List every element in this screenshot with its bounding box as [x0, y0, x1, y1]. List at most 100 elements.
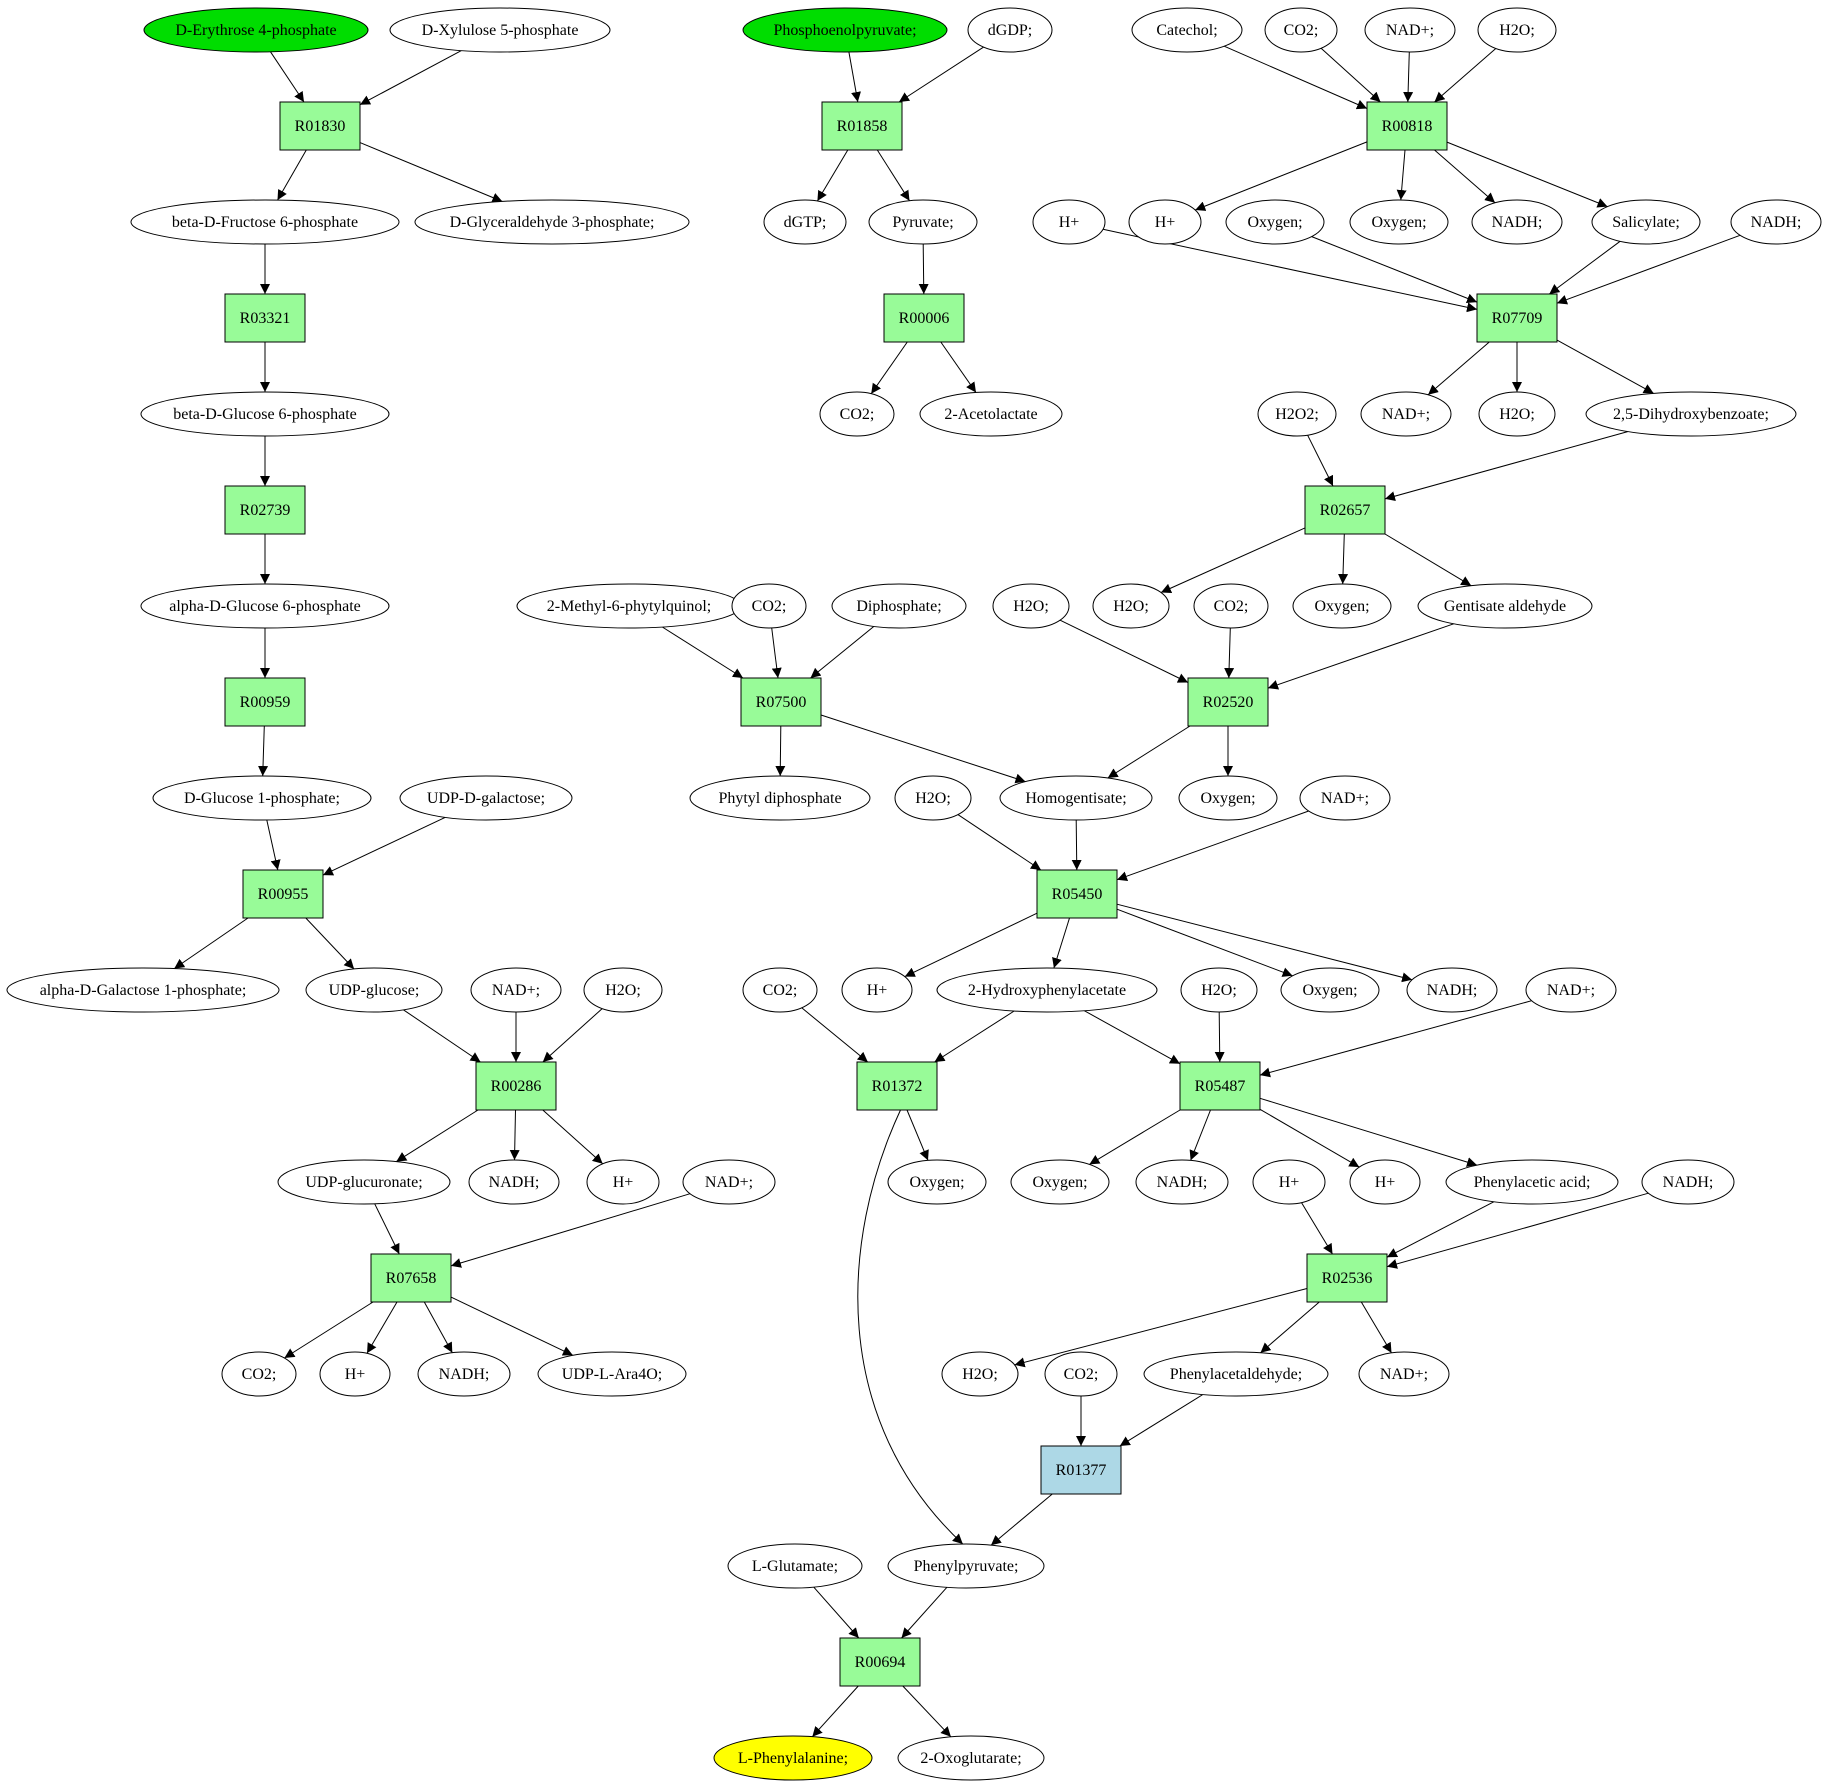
reaction-node-r00959[interactable]: R00959 — [224, 677, 306, 727]
metabolite-node-d-glucose-1-phosphate[interactable]: D-Glucose 1-phosphate; — [152, 775, 372, 821]
metabolite-node-nadh[interactable]: NADH; — [468, 1159, 560, 1205]
metabolite-node-alpha-d-glucose-6-phosphate[interactable]: alpha-D-Glucose 6-phosphate — [140, 583, 390, 629]
metabolite-node-nad[interactable]: NAD+; — [1358, 1351, 1450, 1397]
metabolite-node-udp-d-galactose[interactable]: UDP-D-galactose; — [399, 775, 573, 821]
reaction-node-r01377[interactable]: R01377 — [1040, 1445, 1122, 1495]
metabolite-node-nad[interactable]: NAD+; — [1364, 7, 1456, 53]
reaction-node-r07709[interactable]: R07709 — [1476, 293, 1558, 343]
metabolite-node-oxygen[interactable]: Oxygen; — [1280, 967, 1380, 1013]
reaction-node-r00818[interactable]: R00818 — [1366, 101, 1448, 151]
metabolite-node-l-glutamate[interactable]: L-Glutamate; — [727, 1543, 863, 1589]
metabolite-node-h2o[interactable]: H2O; — [1180, 967, 1258, 1013]
reaction-node-r01830[interactable]: R01830 — [279, 101, 361, 151]
metabolite-node-2-oxoglutarate[interactable]: 2-Oxoglutarate; — [897, 1735, 1045, 1781]
metabolite-node-udp-glucose[interactable]: UDP-glucose; — [305, 967, 443, 1013]
metabolite-node-h2o[interactable]: H2O; — [992, 583, 1070, 629]
reaction-node-r01372[interactable]: R01372 — [856, 1061, 938, 1111]
metabolite-node-co2[interactable]: CO2; — [221, 1351, 297, 1397]
metabolite-node-dgtp[interactable]: dGTP; — [763, 199, 847, 245]
metabolite-node-nad[interactable]: NAD+; — [470, 967, 562, 1013]
metabolite-node-h[interactable]: H+ — [319, 1351, 391, 1397]
metabolite-node-nad[interactable]: NAD+; — [1525, 967, 1617, 1013]
metabolite-node-h[interactable]: H+ — [1128, 199, 1202, 245]
metabolite-node-2-methyl-6-phytylquinol[interactable]: 2-Methyl-6-phytylquinol; — [516, 583, 742, 629]
metabolite-node-2-5-dihydroxybenzoate[interactable]: 2,5-Dihydroxybenzoate; — [1585, 391, 1797, 437]
metabolite-node-h[interactable]: H+ — [586, 1159, 660, 1205]
reaction-node-r01858[interactable]: R01858 — [821, 101, 903, 151]
metabolite-node-co2[interactable]: CO2; — [1044, 1351, 1118, 1397]
metabolite-node-co2[interactable]: CO2; — [742, 967, 818, 1013]
reaction-node-r00286[interactable]: R00286 — [475, 1061, 557, 1111]
reaction-node-r07658[interactable]: R07658 — [370, 1253, 452, 1303]
metabolite-node-oxygen[interactable]: Oxygen; — [1178, 775, 1278, 821]
metabolite-node-h2o2[interactable]: H2O2; — [1257, 391, 1337, 437]
metabolite-node-oxygen[interactable]: Oxygen; — [1292, 583, 1392, 629]
metabolite-node-h2o[interactable]: H2O; — [894, 775, 972, 821]
metabolite-node-salicylate[interactable]: Salicylate; — [1591, 199, 1701, 245]
metabolite-label: Oxygen; — [1247, 214, 1302, 231]
metabolite-node-h2o[interactable]: H2O; — [1478, 391, 1556, 437]
metabolite-node-co2[interactable]: CO2; — [1264, 7, 1338, 53]
metabolite-node-h2o[interactable]: H2O; — [583, 967, 663, 1013]
metabolite-node-phosphoenolpyruvate[interactable]: Phosphoenolpyruvate; — [742, 7, 948, 53]
metabolite-node-oxygen[interactable]: Oxygen; — [1225, 199, 1325, 245]
metabolite-node-phenylacetic-acid[interactable]: Phenylacetic acid; — [1445, 1159, 1619, 1205]
metabolite-node-h2o[interactable]: H2O; — [941, 1351, 1019, 1397]
metabolite-node-dgdp[interactable]: dGDP; — [967, 7, 1053, 53]
metabolite-node-diphosphate[interactable]: Diphosphate; — [831, 583, 967, 629]
reaction-node-r02536[interactable]: R02536 — [1306, 1253, 1388, 1303]
metabolite-node-h2o[interactable]: H2O; — [1092, 583, 1170, 629]
reaction-node-r05450[interactable]: R05450 — [1036, 869, 1118, 919]
reaction-node-r02657[interactable]: R02657 — [1304, 485, 1386, 535]
metabolite-ellipse — [1044, 1351, 1118, 1397]
metabolite-node-co2[interactable]: CO2; — [1193, 583, 1269, 629]
reaction-node-r02520[interactable]: R02520 — [1187, 677, 1269, 727]
metabolite-node-h[interactable]: H+ — [1032, 199, 1106, 245]
metabolite-node-gentisate-aldehyde[interactable]: Gentisate aldehyde — [1417, 583, 1593, 629]
reaction-node-r00694[interactable]: R00694 — [839, 1637, 921, 1687]
metabolite-node-phenylacetaldehyde[interactable]: Phenylacetaldehyde; — [1143, 1351, 1329, 1397]
metabolite-node-d-erythrose-4-phosphate[interactable]: D-Erythrose 4-phosphate — [143, 7, 369, 53]
metabolite-node-oxygen[interactable]: Oxygen; — [1349, 199, 1449, 245]
reaction-node-r03321[interactable]: R03321 — [224, 293, 306, 343]
edge-r02536-to-m-nad-r02536 — [1360, 1301, 1392, 1354]
reaction-node-r02739[interactable]: R02739 — [224, 485, 306, 535]
metabolite-node-h[interactable]: H+ — [1252, 1159, 1326, 1205]
metabolite-node-d-xylulose-5-phosphate[interactable]: D-Xylulose 5-phosphate — [389, 7, 611, 53]
metabolite-node-pyruvate[interactable]: Pyruvate; — [868, 199, 978, 245]
metabolite-node-d-glyceraldehyde-3-phosphate[interactable]: D-Glyceraldehyde 3-phosphate; — [414, 199, 690, 245]
metabolite-node-catechol[interactable]: Catechol; — [1131, 7, 1243, 53]
metabolite-node-nad[interactable]: NAD+; — [1299, 775, 1391, 821]
metabolite-node-beta-d-glucose-6-phosphate[interactable]: beta-D-Glucose 6-phosphate — [140, 391, 390, 437]
metabolite-node-nadh[interactable]: NADH; — [1730, 199, 1822, 245]
metabolite-node-beta-d-fructose-6-phosphate[interactable]: beta-D-Fructose 6-phosphate — [130, 199, 400, 245]
metabolite-node-udp-l-ara4o[interactable]: UDP-L-Ara4O; — [537, 1351, 687, 1397]
metabolite-node-phenylpyruvate[interactable]: Phenylpyruvate; — [887, 1543, 1045, 1589]
metabolite-node-nadh[interactable]: NADH; — [1135, 1159, 1229, 1205]
metabolite-node-nadh[interactable]: NADH; — [1641, 1159, 1735, 1205]
metabolite-node-oxygen[interactable]: Oxygen; — [887, 1159, 987, 1205]
metabolite-node-oxygen[interactable]: Oxygen; — [1010, 1159, 1110, 1205]
metabolite-node-nad[interactable]: NAD+; — [1360, 391, 1452, 437]
reaction-label: R00955 — [258, 886, 309, 903]
metabolite-node-nad[interactable]: NAD+; — [682, 1159, 776, 1205]
metabolite-node-2-acetolactate[interactable]: 2-Acetolactate — [919, 391, 1063, 437]
metabolite-node-homogentisate[interactable]: Homogentisate; — [999, 775, 1153, 821]
metabolite-node-h[interactable]: H+ — [1349, 1159, 1421, 1205]
reaction-node-r07500[interactable]: R07500 — [740, 677, 822, 727]
metabolite-node-phytyl-diphosphate[interactable]: Phytyl diphosphate — [689, 775, 871, 821]
reaction-node-r05487[interactable]: R05487 — [1179, 1061, 1261, 1111]
metabolite-node-alpha-d-galactose-1-phosphate[interactable]: alpha-D-Galactose 1-phosphate; — [6, 967, 280, 1013]
metabolite-node-nadh[interactable]: NADH; — [417, 1351, 511, 1397]
reaction-node-r00955[interactable]: R00955 — [242, 869, 324, 919]
metabolite-node-nadh[interactable]: NADH; — [1406, 967, 1498, 1013]
metabolite-node-l-phenylalanine[interactable]: L-Phenylalanine; — [713, 1735, 873, 1781]
metabolite-node-2-hydroxyphenylacetate[interactable]: 2-Hydroxyphenylacetate — [936, 967, 1158, 1013]
metabolite-node-udp-glucuronate[interactable]: UDP-glucuronate; — [277, 1159, 451, 1205]
metabolite-node-nadh[interactable]: NADH; — [1471, 199, 1563, 245]
reaction-node-r00006[interactable]: R00006 — [883, 293, 965, 343]
metabolite-node-co2[interactable]: CO2; — [819, 391, 895, 437]
metabolite-node-h2o[interactable]: H2O; — [1477, 7, 1557, 53]
metabolite-node-h[interactable]: H+ — [841, 967, 913, 1013]
metabolite-node-co2[interactable]: CO2; — [731, 583, 807, 629]
